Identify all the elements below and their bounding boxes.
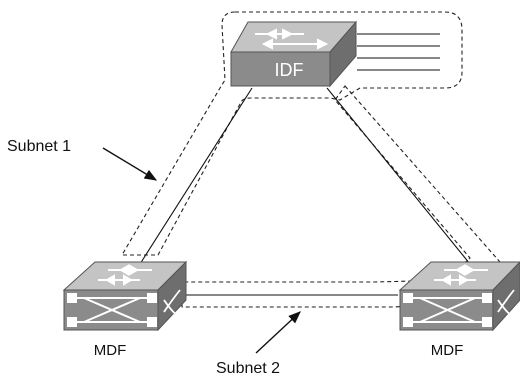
subnet1-label: Subnet 1: [7, 138, 71, 155]
idf-switch: IDF: [230, 20, 358, 88]
mdf-left-switch: MDF: [62, 260, 188, 359]
link-idf-mdf-right: [326, 87, 471, 265]
side-routing-arrows-icon: [497, 289, 515, 319]
side-routing-arrows-icon: [163, 289, 181, 319]
crossbar-icon: [403, 293, 492, 327]
mdf-left-label: MDF: [94, 342, 127, 359]
switch-arrows-icon: [255, 28, 329, 50]
mdf-right-label: MDF: [431, 342, 464, 359]
subnet1-boundary: [121, 11, 463, 256]
switch-arrows-icon: [434, 264, 488, 286]
subnet2-label: Subnet 2: [216, 360, 280, 377]
idf-label: IDF: [275, 60, 304, 80]
subnet2-arrow: [255, 311, 301, 354]
subnet2-boundary: [181, 85, 501, 308]
crossbar-icon: [67, 293, 157, 327]
subnet1-arrow: [102, 147, 158, 181]
mdf-right-switch: MDF: [398, 261, 520, 359]
link-idf-mdf-left: [139, 87, 253, 265]
idf-access-lines: [357, 33, 440, 71]
switch-arrows-icon: [98, 264, 152, 286]
